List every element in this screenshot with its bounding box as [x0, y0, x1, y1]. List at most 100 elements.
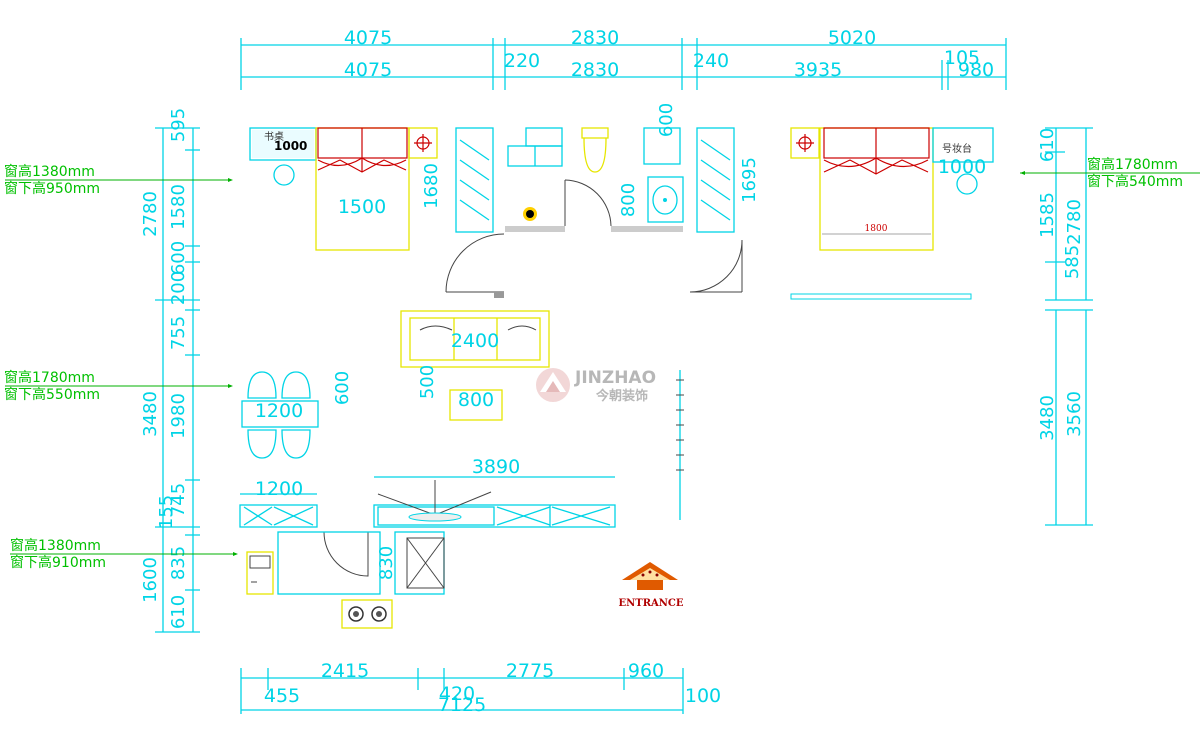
brand-name: JINZHAO [574, 368, 656, 388]
bed-left [315, 127, 410, 251]
wash-basin [647, 176, 684, 223]
bottom-dim-1: 2415 [321, 660, 369, 682]
toilet-600: 600 [656, 103, 677, 137]
bottom-dim-r2-3: 7125 [438, 694, 486, 716]
top-dim-r2-1: 4075 [344, 59, 392, 81]
bed-left-size: 1500 [338, 196, 386, 218]
top-dim-3: 5020 [828, 27, 876, 49]
tv-cabinet [373, 476, 616, 528]
gas-stove [341, 599, 393, 629]
bottom-dim-r2-4: 100 [685, 685, 721, 707]
window-note-left-bottom: 窗高1380mm 窗下高910mm [10, 537, 238, 571]
kitchen-area [277, 531, 381, 595]
right-dim-inner-1: 610 [1037, 128, 1058, 162]
left-dim-inner-9: 835 [168, 546, 189, 580]
right-dimension-lines [1045, 127, 1093, 526]
sofa [400, 310, 550, 368]
left-dim-inner-2: 1580 [168, 184, 189, 230]
fridge [246, 551, 274, 595]
left-dim-inner-6: 1980 [168, 393, 189, 439]
left-dim-inner-10: 610 [168, 595, 189, 629]
wardrobe-right [696, 127, 735, 233]
bathroom-fixtures [507, 127, 563, 167]
brand-chinese: 今朝装饰 [595, 388, 648, 404]
right-dim-outer-2: 3560 [1064, 391, 1085, 437]
left-dim-inner-4: 200 [168, 271, 189, 305]
shower-size: 830 [376, 546, 397, 580]
top-dim-2: 2830 [571, 27, 619, 49]
right-dim-inner-3: 585 [1062, 245, 1083, 279]
left-dim-outer-2: 3480 [140, 391, 161, 437]
brand-logo [536, 368, 570, 402]
bottom-dim-r2-2: 420 [439, 683, 475, 705]
bottom-dimension-lines [240, 668, 684, 714]
left-dimension-lines [155, 127, 200, 633]
top-dimension-lines [240, 38, 1007, 90]
top-dim-r2-2: 220 [504, 50, 540, 72]
bottom-dim-r2-1: 455 [264, 685, 300, 707]
basin-800: 800 [618, 183, 639, 217]
nightstand-left [408, 127, 438, 159]
top-dim-r2-3: 2830 [571, 59, 619, 81]
dresser-stool [956, 173, 978, 195]
window-note-right-top: 窗高1780mm 窗下高540mm [1020, 156, 1200, 190]
svg-text:窗高1780mm: 窗高1780mm [4, 369, 95, 386]
top-dim-r2-4: 240 [693, 50, 729, 72]
wardrobe-right-size: 1695 [739, 157, 760, 203]
wardrobe-left-size: 1680 [421, 163, 442, 209]
tv-fan [377, 480, 492, 522]
svg-text:窗高1380mm: 窗高1380mm [4, 163, 95, 180]
bed-right-size: 1800 [865, 224, 888, 234]
left-dim-outer-3: 1600 [140, 557, 161, 603]
sofa-size: 2400 [451, 330, 499, 352]
svg-text:窗下高950mm: 窗下高950mm [4, 180, 100, 197]
bedroom-left-door [445, 233, 505, 293]
right-dim-outer-1: 2780 [1064, 199, 1085, 245]
left-dim-inner-7: 745 [168, 483, 189, 517]
shower [394, 531, 445, 595]
left-dim-inner-3: 600 [168, 241, 189, 275]
nightstand-right [790, 127, 820, 159]
left-dim-outer-1: 2780 [140, 191, 161, 237]
wardrobe-left [455, 127, 494, 233]
wall-stub [494, 292, 504, 298]
window-note-left-mid: 窗高1780mm 窗下高550mm [4, 369, 233, 403]
dresser-width: 1000 [938, 156, 986, 178]
dresser-label: 号妆台 [942, 142, 972, 155]
bedroom-right-door [689, 239, 743, 293]
top-dim-r2-6: 105 [944, 47, 980, 69]
left-dim-inner-8: 155 [156, 495, 177, 529]
desk-chair [273, 164, 295, 186]
desk-label: 书桌 [264, 130, 284, 143]
dining-table [241, 371, 319, 459]
coffee-table-depth: 500 [417, 365, 438, 399]
top-dim-1: 4075 [344, 27, 392, 49]
bath-wall-left [505, 226, 565, 232]
top-dim-r2-7: 980 [958, 59, 994, 81]
kitchen-door [323, 531, 369, 577]
coffee-table-width: 800 [458, 389, 494, 411]
kitchen-counter [239, 493, 318, 528]
bottom-dim-2: 2775 [506, 660, 554, 682]
window-note-left-top: 窗高1380mm 窗下高950mm [4, 163, 233, 197]
left-dim-inner-5: 755 [168, 316, 189, 350]
right-dim-inner-4: 3480 [1037, 395, 1058, 441]
floor-drain [523, 207, 537, 221]
svg-text:窗下高540mm: 窗下高540mm [1087, 173, 1183, 190]
bed-right [819, 127, 934, 251]
bath-wall-right [611, 226, 683, 232]
kitchen-counter-size: 1200 [255, 478, 303, 500]
entrance-icon [622, 562, 678, 590]
left-dim-inner-1: 595 [168, 108, 189, 142]
bottom-dim-3: 960 [628, 660, 664, 682]
top-dim-r2-5: 3935 [794, 59, 842, 81]
right-dim-inner-2: 1585 [1037, 192, 1058, 238]
bathroom-door [564, 179, 612, 227]
desk [249, 127, 317, 161]
coffee-table [449, 389, 503, 421]
tv-cabinet-size: 3890 [472, 456, 520, 478]
bath-cabinet [643, 127, 681, 165]
svg-text:窗下高550mm: 窗下高550mm [4, 386, 100, 403]
dining-width: 1200 [255, 400, 303, 422]
